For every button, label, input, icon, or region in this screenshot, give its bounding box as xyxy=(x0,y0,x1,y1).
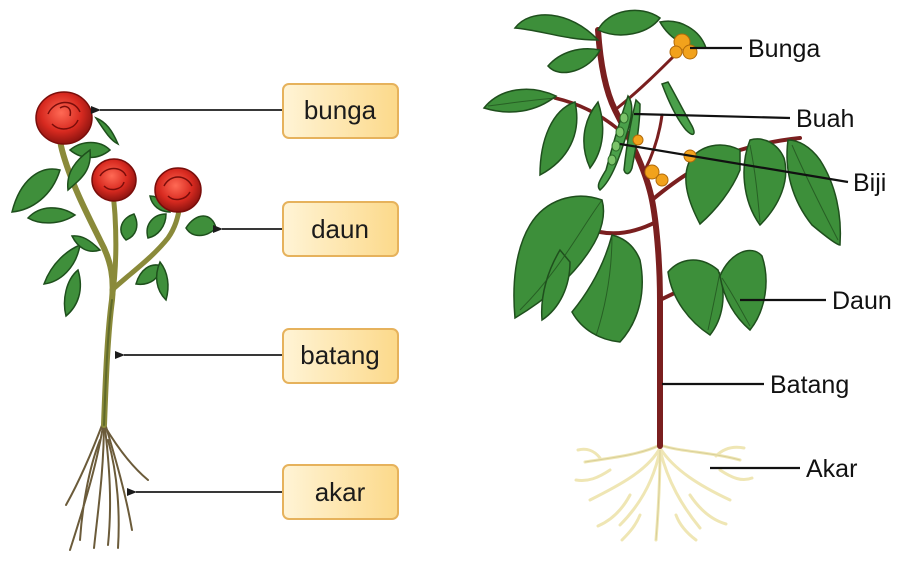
label-Batang: Batang xyxy=(770,371,849,399)
bean-plant-illustration xyxy=(482,9,842,542)
label-Daun: Daun xyxy=(832,287,892,315)
left-label-boxes: bunga daun batang akar xyxy=(282,83,399,520)
leader-buah xyxy=(633,112,791,120)
label-box-akar: akar xyxy=(282,464,399,520)
left-arrows xyxy=(91,106,282,496)
rose-flower xyxy=(35,91,93,145)
rose-plant-illustration xyxy=(11,91,217,551)
bean-seeds xyxy=(607,112,629,166)
label-batang: batang xyxy=(300,340,380,370)
label-Buah: Buah xyxy=(796,105,854,133)
label-Akar: Akar xyxy=(806,455,857,483)
rose-leaves xyxy=(11,116,217,318)
label-akar: akar xyxy=(315,477,366,507)
bean-flowers xyxy=(632,33,698,187)
rose-flower xyxy=(154,167,202,213)
rose-flower xyxy=(91,158,137,202)
label-Bunga: Bunga xyxy=(748,35,820,63)
right-labels: Bunga Buah Biji Daun Batang Akar xyxy=(748,35,892,483)
label-box-bunga: bunga xyxy=(282,83,399,139)
label-bunga: bunga xyxy=(304,95,377,125)
bean-leaves xyxy=(482,9,842,343)
leader-biji xyxy=(619,142,849,184)
label-daun: daun xyxy=(311,214,369,244)
label-box-daun: daun xyxy=(282,201,399,257)
label-box-batang: batang xyxy=(282,328,399,384)
label-Biji: Biji xyxy=(853,169,886,197)
rose-flowers xyxy=(35,91,202,213)
right-leader-lines xyxy=(619,46,849,470)
rose-roots xyxy=(65,419,149,551)
